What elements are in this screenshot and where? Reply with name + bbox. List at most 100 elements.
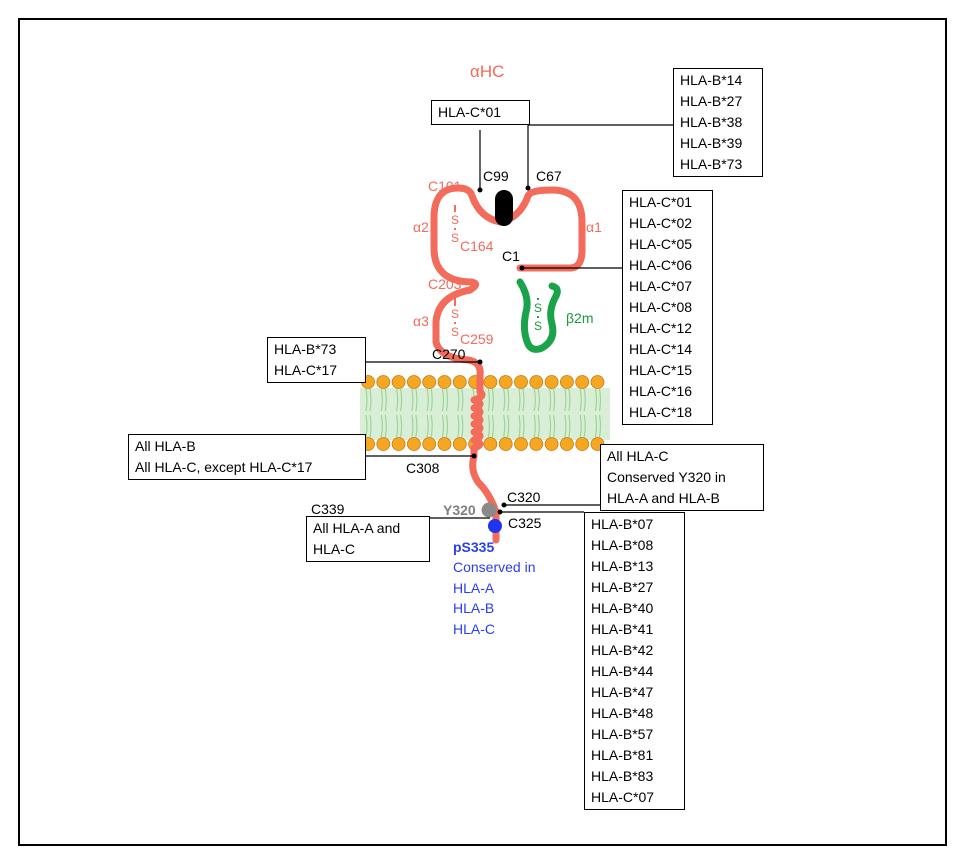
dot-c308 [472,454,477,459]
dot-c320 [502,503,507,508]
lipid-head-outer [438,376,451,389]
allele-entry: HLA-B*47 [591,682,678,703]
dot-c99 [478,188,483,193]
residue-c99: C99 [483,168,509,184]
ps335-label: pS335 [453,539,494,555]
lipid-head-outer [484,376,497,389]
allele-entry: HLA-B*38 [680,112,756,133]
allele-entry: HLA-C*17 [274,360,359,381]
lipid-head-outer [591,376,604,389]
allele-entry: HLA-B*27 [680,91,756,112]
allele-entry: HLA-C*06 [629,255,706,276]
allele-entry: HLA-B*27 [591,577,678,598]
lipid-head-outer [499,376,512,389]
lipid-head-outer [453,376,466,389]
allele-box-c67: HLA-B*14 HLA-B*27 HLA-B*38 HLA-B*39 HLA-… [673,68,763,177]
b2m-label: β2m [566,310,594,326]
y320-marker [482,503,497,518]
allele-entry: Conserved Y320 in [607,467,757,488]
ps335-note-4: HLA-C [453,621,495,637]
allele-entry: HLA-A and HLA-B [607,488,757,509]
allele-entry: HLA-C*02 [629,213,706,234]
lipid-head-outer [560,376,573,389]
allele-entry: HLA-B*83 [591,766,678,787]
allele-entry: All HLA-C [607,446,757,467]
lipid-head-outer [377,376,390,389]
allele-entry: HLA-B*81 [591,745,678,766]
allele-entry: HLA-B*57 [591,724,678,745]
allele-box-c320: All HLA-C Conserved Y320 in HLA-A and HL… [600,444,764,511]
lipid-head-inner [453,438,466,451]
allele-entry: HLA-C*01 [438,102,523,123]
allele-entry: HLA-C [313,539,423,560]
lipid-head-outer [407,376,420,389]
allele-entry: HLA-B*07 [591,514,678,535]
allele-entry: HLA-C*18 [629,402,706,423]
lipid-head-inner [530,438,543,451]
residue-c101: C101 [428,178,461,194]
allele-entry: HLA-C*16 [629,381,706,402]
lipid-head-outer [423,376,436,389]
ps335-marker [488,519,502,533]
allele-entry: HLA-B*39 [680,133,756,154]
ps335-note-3: HLA-B [453,600,494,616]
allele-entry: HLA-C*08 [629,297,706,318]
lipid-head-inner [438,438,451,451]
allele-box-c99: HLA-C*01 [431,100,530,125]
lipid-head-inner [499,438,512,451]
c99-blob [495,190,513,226]
allele-entry: HLA-B*73 [274,339,359,360]
allele-box-c308: All HLA-B All HLA-C, except HLA-C*17 [128,434,366,480]
allele-entry: HLA-B*41 [591,619,678,640]
ps335-note-1: Conserved in [453,559,536,575]
allele-box-c1: HLA-C*01 HLA-C*02 HLA-C*05 HLA-C*06 HLA-… [622,190,713,425]
lipid-head-inner [515,438,528,451]
allele-box-c270: HLA-B*73 HLA-C*17 [267,337,366,383]
lipid-head-inner [377,438,390,451]
residue-c270: C270 [432,346,465,362]
dot-c67 [526,186,531,191]
dot-c270 [478,360,483,365]
allele-entry: HLA-B*48 [591,703,678,724]
allele-entry: HLA-B*44 [591,661,678,682]
disulfide-s-2: S [451,230,459,246]
dot-c1 [520,266,525,271]
allele-entry: HLA-C*01 [629,192,706,213]
dot-c325 [498,510,503,515]
domain-label-a2: α2 [413,219,429,235]
allele-entry: HLA-B*42 [591,640,678,661]
allele-entry: HLA-C*15 [629,360,706,381]
allele-entry: HLA-C*14 [629,339,706,360]
lipid-head-inner [545,438,558,451]
residue-c164: C164 [460,238,493,254]
residue-c67: C67 [536,168,562,184]
disulfide-s-1: S [451,212,459,228]
allele-entry: HLA-B*40 [591,598,678,619]
allele-entry: HLA-C*07 [629,276,706,297]
residue-y320: Y320 [443,502,476,518]
residue-c320: C320 [507,489,540,505]
disulfide-s-4: S [451,324,459,340]
allele-entry: HLA-B*08 [591,535,678,556]
allele-entry: HLA-B*13 [591,556,678,577]
disulfide-s-3: S [451,306,459,322]
b2m-s-2: S [534,318,542,334]
allele-entry: All HLA-A and [313,518,423,539]
lipid-head-outer [545,376,558,389]
allele-entry: HLA-B*14 [680,70,756,91]
lipid-head-inner [576,438,589,451]
lipid-head-outer [392,376,405,389]
allele-entry: HLA-B*73 [680,154,756,175]
domain-label-a3: α3 [413,313,429,329]
domain-label-a1: α1 [586,219,602,235]
residue-c308: C308 [406,460,439,476]
allele-entry: All HLA-B [135,436,359,457]
lipid-head-outer [515,376,528,389]
residue-c339: C339 [311,501,344,517]
residue-c203: C203 [428,276,461,292]
ps335-note-2: HLA-A [453,580,494,596]
alpha-heavy-chain-title: αHC [470,64,504,80]
residue-c1: C1 [502,248,520,264]
allele-entry: HLA-C*12 [629,318,706,339]
